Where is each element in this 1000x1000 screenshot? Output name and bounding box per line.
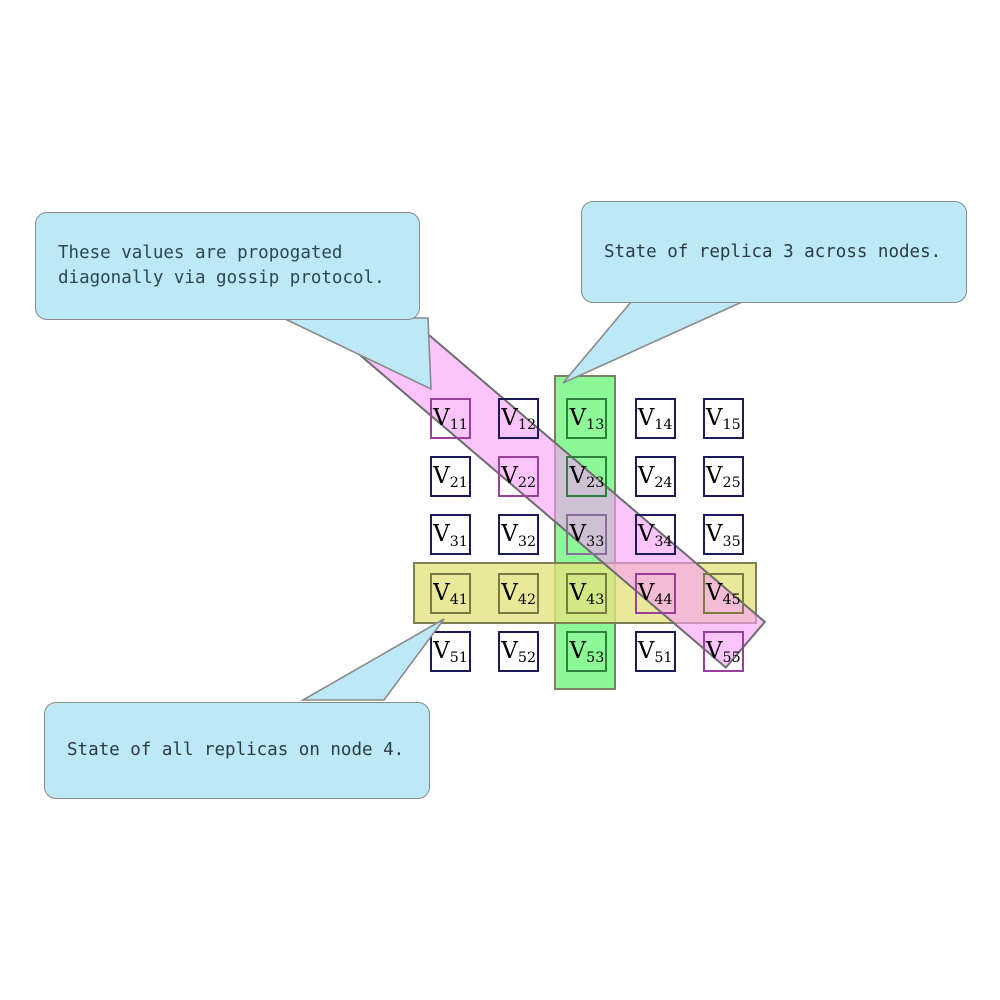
grid-cell-label: V24 <box>637 463 673 492</box>
grid-cell-22[interactable]: V22 <box>498 456 540 498</box>
grid-cell-15[interactable]: V15 <box>702 398 744 439</box>
grid-cell-35[interactable]: V35 <box>702 514 744 556</box>
callout-replica3-text: State of replica 3 across nodes. <box>604 241 942 262</box>
grid-cell-subscript: 42 <box>517 591 537 608</box>
grid-cell-42[interactable]: V42 <box>498 572 540 614</box>
grid-cell-subscript: 34 <box>654 533 673 550</box>
grid-cell-label: V13 <box>569 405 605 434</box>
grid-cell-label: V55 <box>705 637 741 667</box>
grid-cell-subscript: 52 <box>517 650 537 667</box>
grid-cell-label: V35 <box>705 521 741 550</box>
grid-cell-label: V51 <box>433 637 468 667</box>
grid-cell-34[interactable]: V34 <box>634 514 676 556</box>
callout-replica3[interactable]: State of replica 3 across nodes. <box>581 201 967 303</box>
grid-cell-subscript: 35 <box>722 533 741 550</box>
grid-cell-45[interactable]: V45 <box>702 572 744 614</box>
grid-cell-41[interactable]: V41 <box>430 572 471 614</box>
grid-cell-33[interactable]: V33 <box>566 514 608 556</box>
grid-cell-label: V23 <box>569 463 605 492</box>
grid-cell-subscript: 53 <box>586 650 605 667</box>
callout-gossip[interactable]: These values are propogated diagonally v… <box>35 212 420 320</box>
grid-cell-subscript: 25 <box>722 475 741 492</box>
grid-cell-24[interactable]: V24 <box>634 456 676 498</box>
grid-cell-label: V41 <box>433 579 468 608</box>
grid-cell-label: V22 <box>501 463 537 492</box>
grid-cell-label: V31 <box>433 521 468 550</box>
grid-cell-51[interactable]: V51 <box>634 630 676 672</box>
grid-cell-subscript: 32 <box>517 533 537 550</box>
grid-cell-label: V44 <box>637 579 673 608</box>
grid-cell-subscript: 45 <box>722 591 741 608</box>
grid-cell-label: V45 <box>705 579 741 608</box>
grid-cell-subscript: 33 <box>586 533 605 550</box>
grid-cell-subscript: 31 <box>449 533 468 550</box>
grid-cell-31[interactable]: V31 <box>430 514 471 556</box>
grid-cell-label: V25 <box>705 463 741 492</box>
grid-cell-subscript: 41 <box>449 591 468 608</box>
grid-cell-label: V52 <box>501 637 537 667</box>
grid-cell-subscript: 15 <box>722 417 741 434</box>
grid-cell-43[interactable]: V43 <box>566 572 608 614</box>
grid-cell-subscript: 44 <box>654 591 673 608</box>
grid-cell-label: V15 <box>705 405 741 434</box>
grid-cell-55[interactable]: V55 <box>702 630 744 672</box>
grid-cell-label: V51 <box>637 637 673 667</box>
callout-node4[interactable]: State of all replicas on node 4. <box>44 702 430 799</box>
grid-cell-label: V14 <box>637 405 673 434</box>
grid-cell-14[interactable]: V14 <box>634 398 676 439</box>
callout-tail-replica3 <box>562 301 743 384</box>
grid-cell-11[interactable]: V11 <box>430 398 471 439</box>
grid-cell-subscript: 12 <box>517 417 537 434</box>
grid-cell-44[interactable]: V44 <box>634 572 676 614</box>
grid-cell-subscript: 14 <box>654 417 673 434</box>
grid-cell-32[interactable]: V32 <box>498 514 540 556</box>
grid-cell-label: V21 <box>433 463 468 492</box>
grid-cell-subscript: 21 <box>449 475 468 492</box>
callout-tail-gossip <box>282 317 432 391</box>
grid-cell-label: V43 <box>569 579 605 608</box>
grid-cell-label: V42 <box>501 579 537 608</box>
grid-cell-subscript: 13 <box>586 417 605 434</box>
callout-tail-node4 <box>300 618 445 701</box>
grid-cell-subscript: 11 <box>449 417 468 434</box>
grid-cell-51[interactable]: V51 <box>430 630 471 672</box>
grid-cell-subscript: 51 <box>449 650 468 667</box>
grid-cell-52[interactable]: V52 <box>498 630 540 672</box>
grid-cell-label: V12 <box>501 405 537 434</box>
grid-cell-13[interactable]: V13 <box>566 398 608 439</box>
grid-cell-subscript: 51 <box>654 650 673 667</box>
grid-cell-label: V32 <box>501 521 537 550</box>
grid-cell-23[interactable]: V23 <box>566 456 608 498</box>
grid-cell-label: V11 <box>433 405 468 434</box>
grid-cell-subscript: 55 <box>722 650 741 667</box>
grid-cell-21[interactable]: V21 <box>430 456 471 498</box>
grid-cell-53[interactable]: V53 <box>566 630 608 672</box>
grid-cell-label: V34 <box>637 521 673 550</box>
grid-cell-25[interactable]: V25 <box>702 456 744 498</box>
grid-cell-label: V33 <box>569 521 605 550</box>
grid-cell-label: V53 <box>569 637 605 667</box>
grid-cell-subscript: 24 <box>654 475 673 492</box>
callout-gossip-text: These values are propogated diagonally v… <box>58 243 385 288</box>
grid-cell-subscript: 22 <box>517 475 537 492</box>
grid-cell-subscript: 23 <box>586 475 605 492</box>
grid-cell-subscript: 43 <box>586 591 605 608</box>
callout-node4-text: State of all replicas on node 4. <box>67 740 405 760</box>
grid-cell-12[interactable]: V12 <box>498 398 540 439</box>
